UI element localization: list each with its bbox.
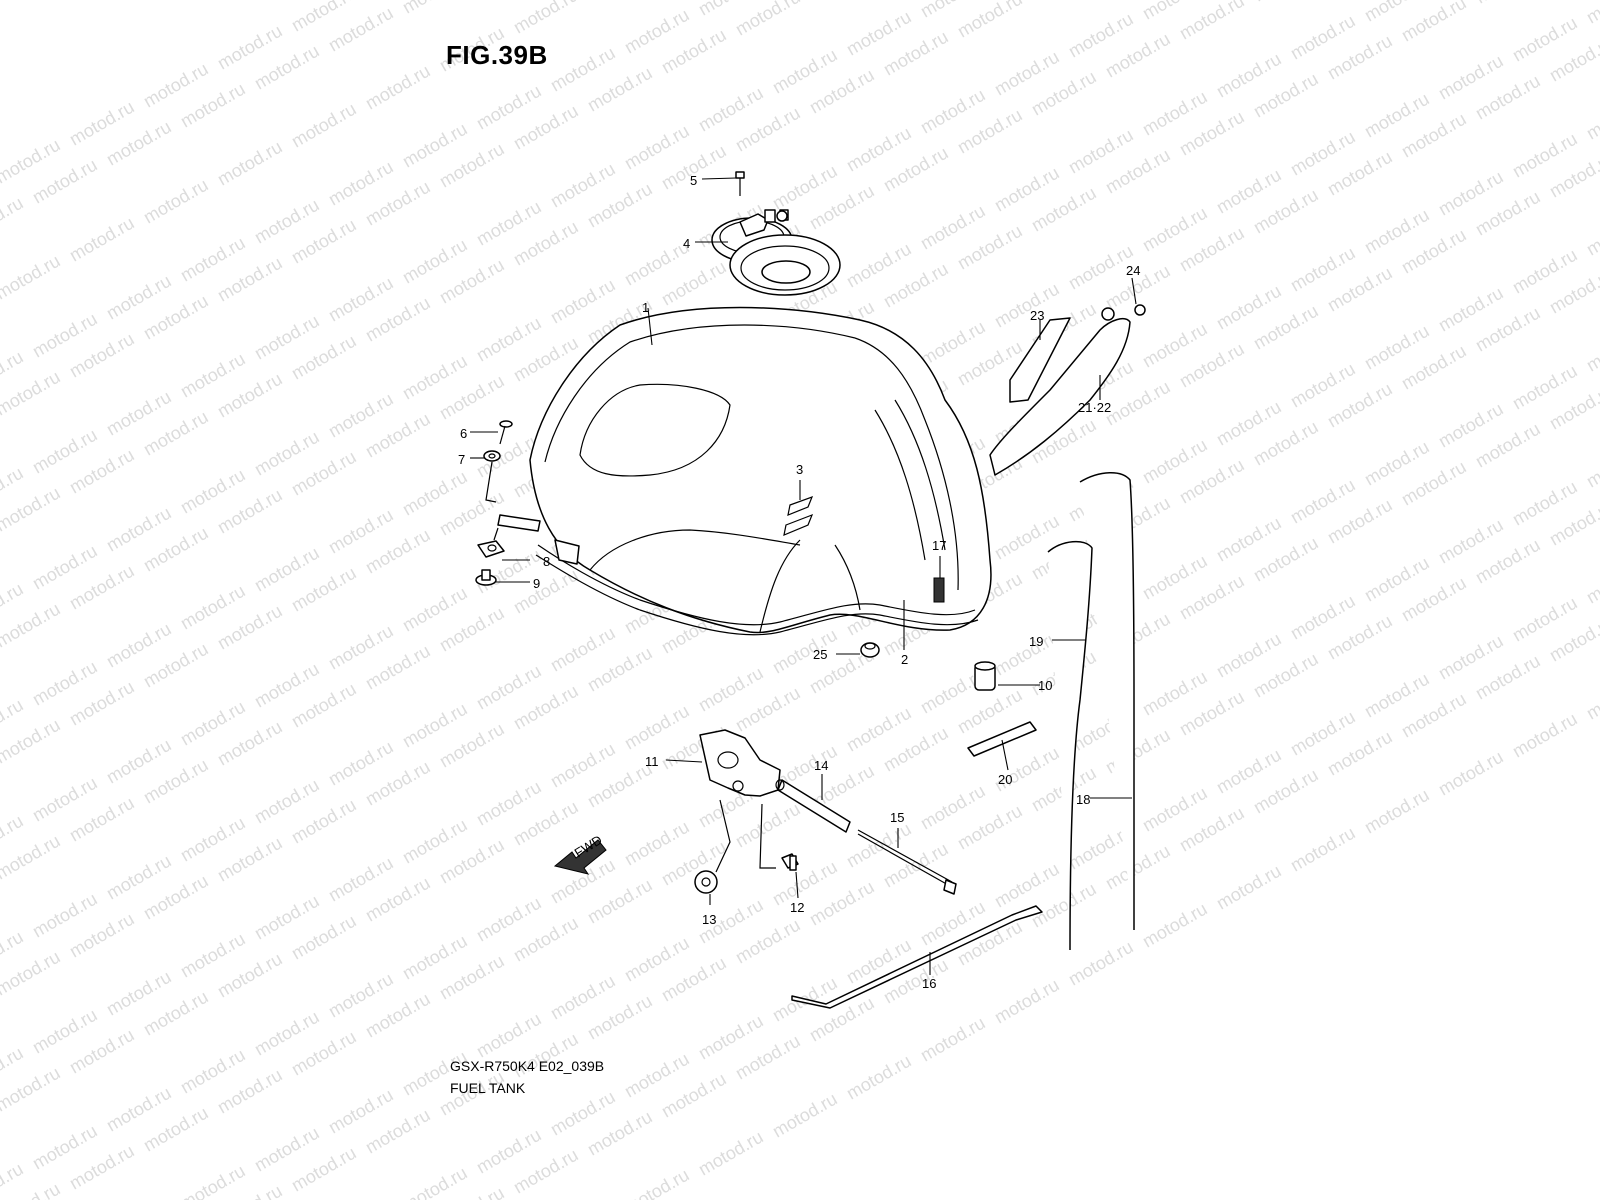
- cushion-13: [694, 870, 718, 894]
- pad-23: [1009, 317, 1071, 403]
- bush-12: [781, 853, 799, 871]
- clamp-20: [967, 721, 1037, 757]
- bolt-24: [1134, 304, 1146, 316]
- damper-10: [974, 661, 996, 691]
- callout-7: 7: [458, 452, 465, 467]
- callout-24: 24: [1126, 263, 1140, 278]
- bracket-11: [699, 729, 781, 797]
- callout-14: 14: [814, 758, 828, 773]
- cushion-8: [477, 540, 505, 558]
- hose-19: [1047, 540, 1093, 951]
- collar-9: [475, 569, 497, 586]
- washer-7: [483, 450, 501, 462]
- hose-18: [1079, 472, 1135, 930]
- grommet-25: [860, 642, 880, 658]
- callout-12: 12: [790, 900, 804, 915]
- model-code: GSX-R750K4 E02_039B: [450, 1058, 605, 1074]
- callout-2: 2: [901, 652, 908, 667]
- fwd-direction-arrow: FWD: [553, 832, 607, 875]
- callout-16: 16: [922, 976, 936, 991]
- callout-17: 17: [932, 538, 946, 553]
- side-cover-21-22: [989, 307, 1131, 476]
- callout-18: 18: [1076, 792, 1090, 807]
- callout-8: 8: [543, 554, 550, 569]
- leader-fasteners: [485, 461, 499, 541]
- pipe-14: [775, 779, 851, 833]
- leader-12-13: [715, 799, 776, 873]
- callout-5: 5: [690, 173, 697, 188]
- callout-9: 9: [533, 576, 540, 591]
- callout-numbers: 5 4 1 6 7 8 9 3 23 24 21·22 17 2 25 10 1…: [458, 173, 1140, 991]
- bolt-6: [499, 420, 513, 445]
- callout-23: 23: [1030, 308, 1044, 323]
- leader-lines: [470, 177, 1137, 975]
- callout-3: 3: [796, 462, 803, 477]
- callout-20: 20: [998, 772, 1012, 787]
- callout-10: 10: [1038, 678, 1052, 693]
- figure-caption: FUEL TANK: [450, 1080, 526, 1096]
- prop-rod-16: [791, 905, 1043, 1009]
- callout-4: 4: [683, 236, 690, 251]
- screw-5: [735, 171, 745, 196]
- callout-19: 19: [1029, 634, 1043, 649]
- callout-25: 25: [813, 647, 827, 662]
- callout-6: 6: [460, 426, 467, 441]
- callout-11: 11: [645, 754, 659, 769]
- callout-15: 15: [890, 810, 904, 825]
- callout-13: 13: [702, 912, 716, 927]
- callout-21-22: 21·22: [1078, 400, 1111, 415]
- callout-1: 1: [642, 300, 649, 315]
- fuel-tank-body: [497, 234, 992, 636]
- figure-title: FIG.39B: [446, 40, 548, 70]
- bolt-15: [857, 829, 957, 895]
